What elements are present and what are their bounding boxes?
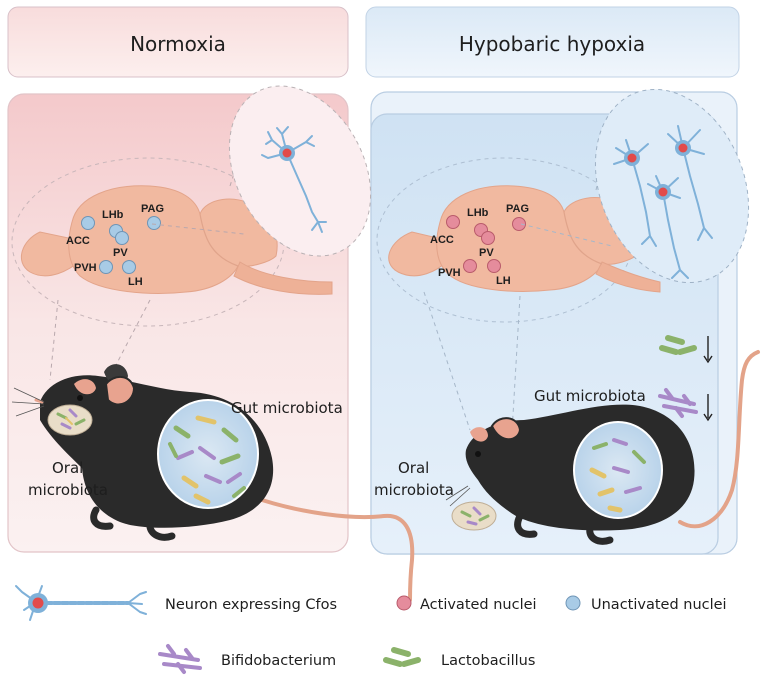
- label-lhb: LHb: [102, 209, 124, 221]
- label-pvh: PVH: [74, 262, 97, 274]
- gut-microbiota-label: Gut microbiota: [231, 399, 343, 417]
- cfos-nucleus: [658, 187, 668, 197]
- brain-fissure: [563, 211, 603, 265]
- oral-microbiota-bubble: [47, 404, 93, 436]
- brain-fissure: [199, 213, 239, 267]
- legend-bifido-label: Bifidobacterium: [221, 653, 336, 669]
- mouse-ear-inner: [470, 427, 488, 442]
- hypoxia-title-bar: [365, 6, 740, 78]
- nucleus-pag: [512, 217, 526, 231]
- down-arrow-head: [703, 413, 713, 422]
- cfos-nucleus: [627, 153, 637, 163]
- normoxia-mouse: Gut microbiota Oral microbiota: [11, 299, 415, 602]
- oral-microbiota-bubble: [451, 501, 497, 531]
- neuron-icon: [613, 125, 713, 279]
- mouse-ear: [490, 417, 522, 441]
- mouse-paw: [90, 506, 114, 530]
- oral-microbiota-label-line1: Oral: [52, 459, 83, 477]
- brain-body: [68, 185, 278, 294]
- neuron-zoom-outline: [228, 85, 372, 257]
- brainstem: [233, 261, 333, 295]
- mouse-tail: [678, 350, 760, 529]
- nucleus-pvh: [463, 259, 477, 273]
- nucleus-pv: [481, 231, 495, 245]
- mouse-eye: [77, 395, 83, 401]
- label-lh: LH: [496, 275, 511, 287]
- nucleus-acc: [81, 216, 95, 230]
- activated-nucleus-icon: [396, 595, 412, 611]
- legend-activated: Activated nuclei: [396, 595, 537, 613]
- legend-activated-label: Activated nuclei: [420, 597, 537, 613]
- gut-microbiota-label: Gut microbiota: [534, 387, 646, 405]
- mouse-paw: [514, 512, 538, 538]
- cfos-nucleus: [678, 143, 688, 153]
- whiskers: [445, 485, 471, 507]
- legend-unactivated-label: Unactivated nuclei: [591, 597, 727, 613]
- nucleus-lh: [122, 260, 136, 274]
- label-lhb: LHb: [467, 207, 489, 219]
- lactobacillus-icon: [659, 335, 697, 355]
- mouse-nose: [34, 398, 44, 404]
- zoom-line: [49, 299, 59, 381]
- nucleus-pag: [147, 216, 161, 230]
- mouse-ear: [104, 376, 136, 406]
- mouse-paw: [586, 524, 614, 545]
- oral-microbiota-label-line2: microbiota: [28, 481, 108, 499]
- zoom-line: [423, 291, 471, 431]
- label-pv: PV: [479, 247, 494, 259]
- cfos-nucleus: [32, 597, 44, 609]
- unactivated-nucleus-icon: [565, 595, 581, 611]
- legend-bifido: Bifidobacterium: [158, 644, 336, 674]
- hypoxia-title: Hypobaric hypoxia: [459, 32, 645, 56]
- gut-bacteria: [589, 438, 646, 513]
- zoom-line: [511, 295, 521, 433]
- legend-neuron: Neuron expressing Cfos: [15, 585, 337, 621]
- normoxia-title: Normoxia: [130, 32, 226, 56]
- nucleus-pvh: [99, 260, 113, 274]
- label-acc: ACC: [66, 235, 90, 247]
- bifidobacterium-icon: [158, 644, 202, 674]
- legend-lacto: Lactobacillus: [383, 647, 535, 669]
- oral-microbiota-label-line1: Oral: [398, 459, 429, 477]
- cfos-nucleus: [282, 148, 292, 158]
- mouse-ear-inner: [74, 379, 96, 395]
- brainstem: [595, 261, 661, 293]
- mouse-paw: [146, 518, 176, 541]
- whiskers: [11, 387, 45, 417]
- label-pvh: PVH: [438, 267, 461, 279]
- oral-microbiota-label-line2: microbiota: [374, 481, 454, 499]
- normoxia-neuron-zoom: [228, 85, 372, 257]
- legend-neuron-label: Neuron expressing Cfos: [165, 597, 337, 613]
- hypoxia-neuron-zoom: [594, 88, 750, 284]
- lactobacillus-decrease: [659, 335, 713, 364]
- label-pag: PAG: [506, 203, 529, 215]
- bifidobacterium-decrease: [658, 388, 713, 422]
- hypoxia-mouse: Gut microbiota Oral microbiota: [374, 291, 760, 545]
- label-acc: ACC: [430, 234, 454, 246]
- nucleus-pv: [115, 231, 129, 245]
- gut-bacteria: [168, 415, 246, 505]
- nucleus-lh: [487, 259, 501, 273]
- lactobacillus-icon: [383, 647, 421, 667]
- legend: Neuron expressing Cfos Activated nuclei …: [15, 585, 727, 674]
- normoxia-title-bar: [7, 6, 349, 78]
- bifidobacterium-icon: [658, 388, 698, 418]
- label-pag: PAG: [141, 203, 164, 215]
- oral-bacteria: [56, 408, 86, 430]
- down-arrow-head: [703, 355, 713, 364]
- neuron-icon: [261, 126, 327, 233]
- label-lh: LH: [128, 276, 143, 288]
- legend-lacto-label: Lactobacillus: [441, 653, 535, 669]
- legend-unactivated: Unactivated nuclei: [565, 595, 727, 613]
- mouse-tail: [260, 498, 415, 602]
- normoxia-brain: ACC LHb PAG PV PVH LH: [11, 129, 333, 327]
- label-pv: PV: [113, 247, 128, 259]
- mouse-eye: [475, 451, 481, 457]
- oral-bacteria: [460, 506, 490, 526]
- nucleus-acc: [446, 215, 460, 229]
- hypoxia-brain: ACC LHb PAG PV PVH LH: [376, 125, 661, 323]
